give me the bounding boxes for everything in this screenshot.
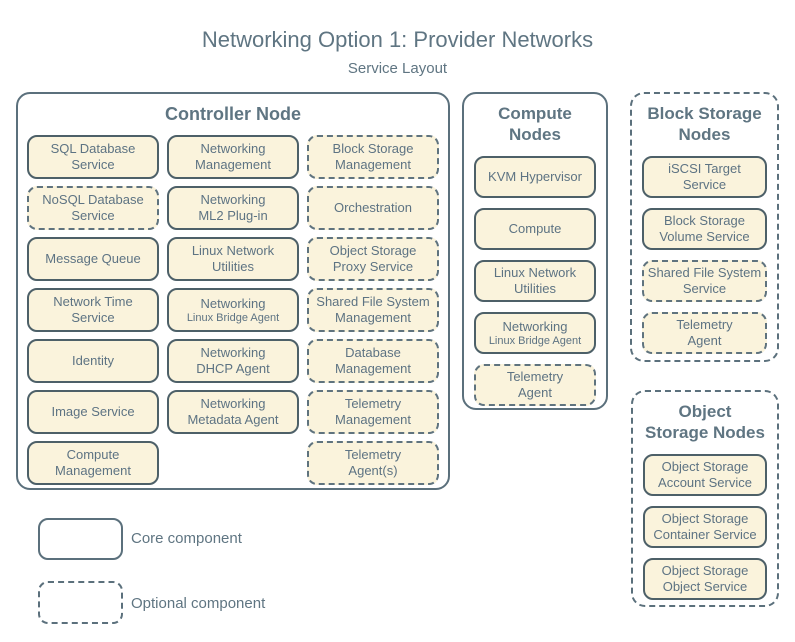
service-kvm-hypervisor: KVM Hypervisor [474,156,596,198]
service-label: Networking DHCP Agent [196,345,270,376]
service-label: Message Queue [45,251,141,266]
service-label: Object Storage Proxy Service [329,243,417,274]
service-label: Telemetry Management [335,396,411,427]
page-title: Networking Option 1: Provider Networks [201,27,594,52]
service-label: Linux Network Utilities [191,243,275,274]
service-networking: Networking Metadata Agent [167,390,299,434]
service-label: Database Management [335,345,411,376]
service-label: NoSQL Database Service [42,192,144,223]
service-linux-network: Linux Network Utilities [474,260,596,302]
service-label: SQL Database Service [50,141,136,172]
service-networking: Networking Management [167,135,299,179]
service-block-storage: Block Storage Volume Service [642,208,767,250]
service-label: Shared File System Service [647,265,762,296]
legend-optional-swatch [38,581,123,624]
service-compute: Compute [474,208,596,250]
service-telemetry: Telemetry Agent(s) [307,441,439,485]
service-label: Network Time Service [53,294,133,325]
object-storage-nodes-title: Object Storage Nodes [645,402,765,442]
legend-optional-label: Optional component [131,595,266,612]
service-label: Telemetry Agent(s) [344,447,402,478]
service-database: Database Management [307,339,439,383]
service-label: Telemetry Agent [506,369,564,400]
block-storage-nodes-panel: Block Storage Nodes iSCSI Target Service… [630,92,779,362]
controller-node-grid: SQL Database Service Networking Managemen… [18,135,448,485]
service-label: Identity [72,353,114,368]
service-object-storage: Object Storage Object Service [643,558,767,600]
service-label: Block Storage Management [332,141,414,172]
page-subtitle: Service Layout [347,60,448,77]
service-label: Compute Management [55,447,131,478]
service-object-storage: Object Storage Account Service [643,454,767,496]
service-sublabel: Linux Bridge Agent [186,311,280,324]
service-label: Object Storage Container Service [653,511,757,542]
service-label: Block Storage Volume Service [659,213,750,244]
service-telemetry: Telemetry Management [307,390,439,434]
service-label: Orchestration [333,200,413,215]
empty-cell [167,441,299,485]
service-label: Shared File System Management [316,294,430,325]
legend-core-swatch [38,518,123,560]
service-shared-file-system: Shared File System Service [642,260,767,302]
service-label: Object Storage Account Service [658,459,752,490]
legend-core-label: Core component [131,530,242,547]
service-label: Networking [502,318,568,334]
service-label: Object Storage Object Service [661,563,749,594]
controller-node-title: Controller Node [164,104,301,124]
service-shared-file-system: Shared File System Management [307,288,439,332]
service-compute: Compute Management [27,441,159,485]
service-block-storage: Block Storage Management [307,135,439,179]
service-networking: Networking ML2 Plug-in [167,186,299,230]
service-object-storage: Object Storage Container Service [643,506,767,548]
service-label: iSCSI Target Service [668,161,741,192]
service-orchestration: Orchestration [307,186,439,230]
object-storage-nodes-panel: Object Storage Nodes Object Storage Acco… [631,390,779,607]
service-iscsi-target: iSCSI Target Service [642,156,767,198]
service-label: Linux Network Utilities [493,265,577,296]
service-image-service: Image Service [27,390,159,434]
service-label: Compute [508,221,562,236]
service-label: Networking Management [195,141,271,172]
service-network-time: Network Time Service [27,288,159,332]
service-sublabel: Linux Bridge Agent [488,334,582,347]
service-object-storage: Object Storage Proxy Service [307,237,439,281]
service-label: KVM Hypervisor [488,169,582,184]
service-linux-network: Linux Network Utilities [167,237,299,281]
service-networking: Networking DHCP Agent [167,339,299,383]
service-sql-database: SQL Database Service [27,135,159,179]
service-identity: Identity [27,339,159,383]
service-nosql-database: NoSQL Database Service [27,186,159,230]
service-label: Networking ML2 Plug-in [198,192,268,223]
service-telemetry: Telemetry Agent [642,312,767,354]
compute-nodes-title: Compute Nodes [498,104,572,144]
service-label: Networking Metadata Agent [187,396,279,427]
service-message-queue: Message Queue [27,237,159,281]
service-label: Telemetry Agent [676,317,733,348]
service-label: Networking [200,295,266,311]
block-storage-nodes-title: Block Storage Nodes [647,104,762,144]
service-telemetry: Telemetry Agent [474,364,596,406]
service-label: Image Service [51,404,135,419]
